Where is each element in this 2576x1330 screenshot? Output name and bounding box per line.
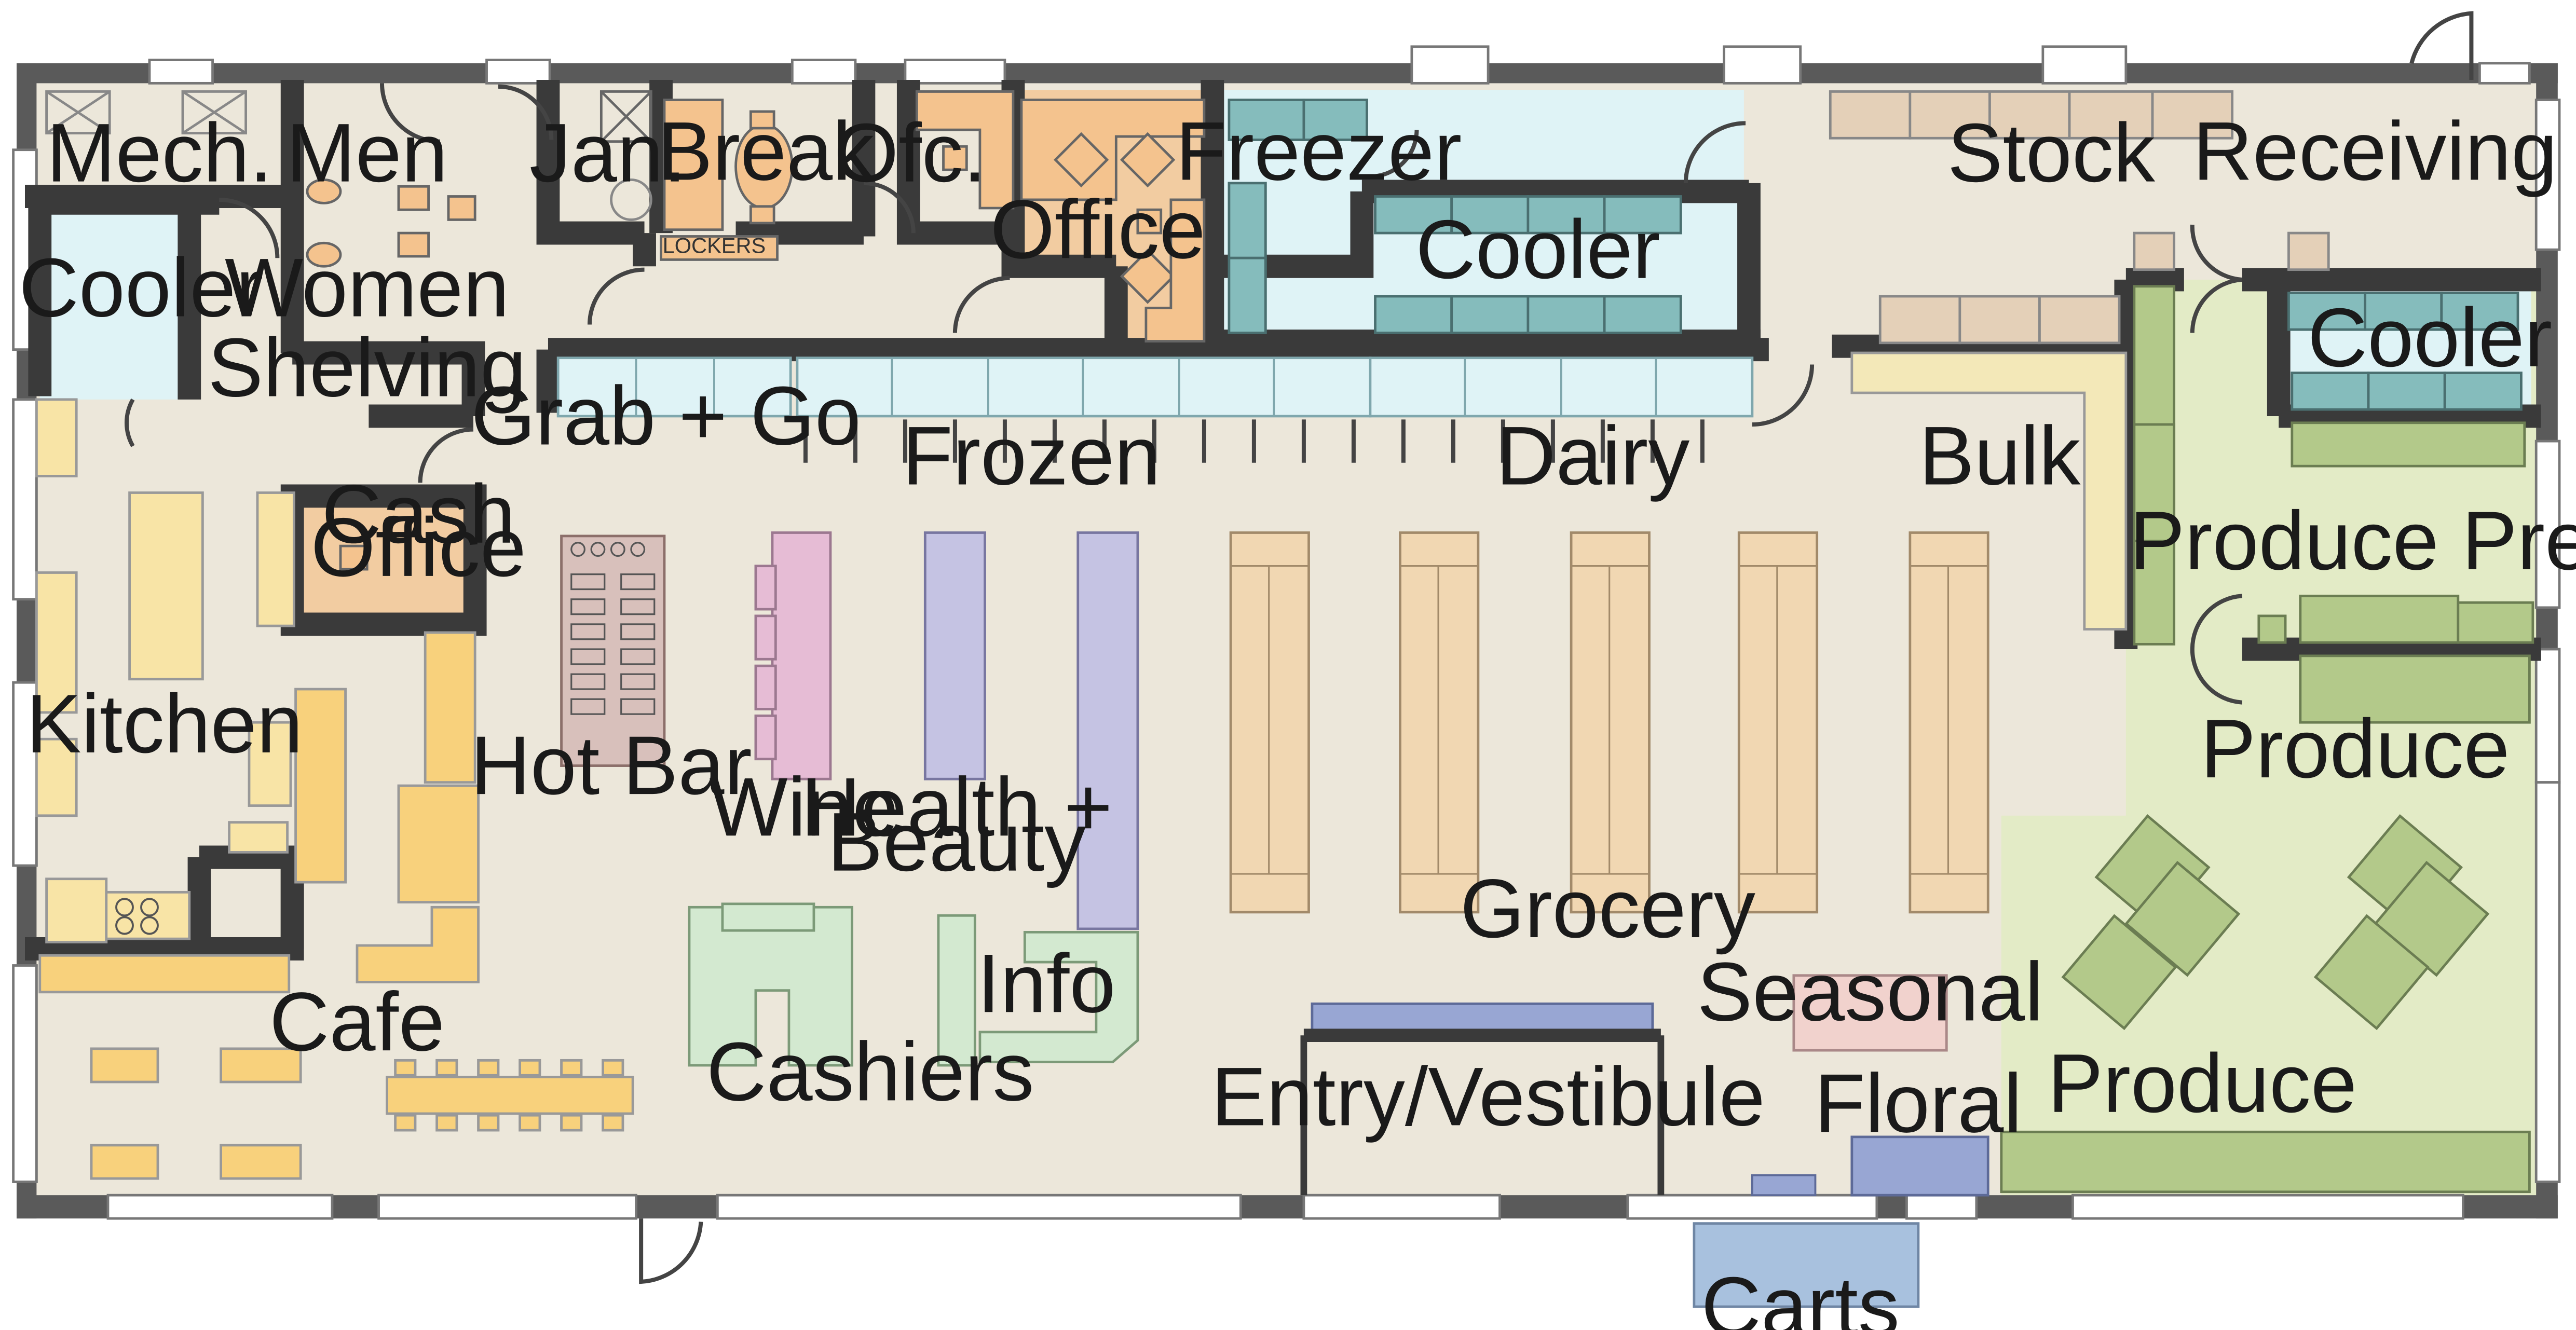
wall-top: [16, 63, 2558, 84]
label-break: Break: [657, 104, 875, 197]
label-receiving: Receiving: [2193, 104, 2558, 197]
exterior-walls: [12, 11, 2561, 1284]
label-floral: Floral: [1815, 1057, 2022, 1149]
label-freezer: Freezer: [1176, 104, 1462, 197]
label-cash-office-line2: Office: [311, 501, 526, 594]
label-cashiers: Cashiers: [706, 1025, 1034, 1118]
label-kitchen: Kitchen: [26, 677, 303, 770]
label-stock: Stock: [1947, 106, 2156, 199]
label-seasonal: Seasonal: [1697, 945, 2043, 1038]
label-health-line1: Health +: [801, 760, 1112, 853]
label-cooler-left: Cooler: [19, 241, 263, 334]
label-produce-lower: Produce: [2048, 1037, 2357, 1130]
label-men: Men: [287, 106, 448, 199]
sales-fixtures: [35, 351, 2531, 1308]
label-info: Info: [977, 937, 1115, 1030]
label-produce-upper: Produce: [2200, 702, 2510, 795]
label-wine: Wine: [709, 760, 898, 853]
label-bulk: Bulk: [1919, 409, 2081, 502]
label-cooler-back: Cooler: [1415, 203, 1660, 296]
label-produce-prep: Produce Prep: [2130, 494, 2576, 587]
label-dairy: Dairy: [1496, 409, 1689, 502]
label-carts: Carts: [1701, 1259, 1900, 1330]
label-cash-office-line1: Cash: [322, 468, 516, 560]
label-cooler-produce: Cooler: [2308, 291, 2552, 384]
label-mech: Mech.: [46, 106, 272, 199]
label-grab-go: Grab + Go: [471, 369, 861, 462]
label-hot-bar: Hot Bar: [470, 719, 752, 812]
back-of-house: LOCKERS: [45, 83, 2534, 705]
label-office: Office: [990, 183, 1206, 276]
label-grocery: Grocery: [1460, 862, 1755, 955]
cash-office-floor: [294, 499, 469, 620]
label-shelving: Shelving: [208, 321, 526, 414]
label-entry-vestibule: Entry/Vestibule: [1211, 1050, 1765, 1143]
lockers-label: LOCKERS: [663, 234, 766, 258]
room-labels: Mech. Men Jan. Break Ofc. Office Freezer…: [19, 104, 2576, 1330]
label-ofc: Ofc.: [834, 106, 986, 199]
label-women: Women: [225, 241, 509, 334]
label-frozen: Frozen: [902, 409, 1161, 502]
label-cafe: Cafe: [269, 975, 445, 1068]
cooler-left-area: [39, 208, 189, 400]
label-jan: Jan.: [529, 106, 686, 199]
label-health-line2: Beauty: [827, 795, 1086, 888]
